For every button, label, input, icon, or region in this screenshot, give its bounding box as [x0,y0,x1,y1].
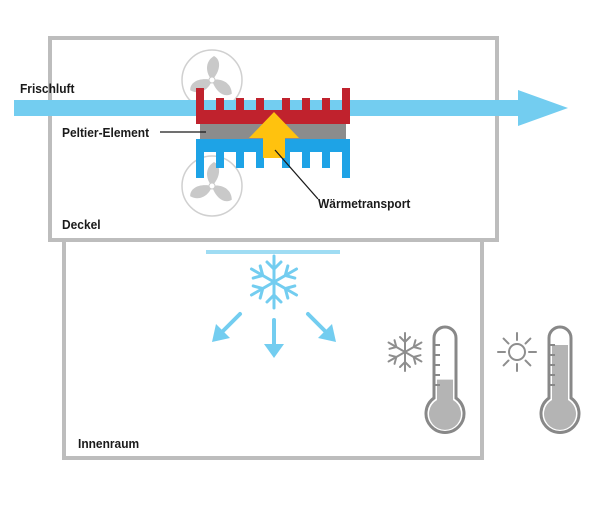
fan-icon [181,155,243,217]
thermometer-icon [424,325,466,434]
cold-arrow-icon [306,312,328,334]
cold-arrow-icon [318,324,336,342]
cold-arrow-icon [212,324,230,342]
fresh-air-label: Frischluft [20,81,75,96]
cold-arrow-icon [264,344,284,358]
sun-icon [497,332,537,372]
cold-emitter-bar [206,250,340,254]
thermometer-warm-liquid [544,344,576,430]
heat-transport-label: Wärmetransport [318,196,411,211]
heat-transport-leader-line [274,149,319,200]
snowflake-icon [387,332,423,372]
thermometer-icon [539,325,581,434]
heat-transport-arrow [249,112,299,158]
fresh-air-arrow [14,90,568,126]
lid-label: Deckel [62,217,101,232]
interior-label: Innenraum [78,436,140,451]
thermometer-cold-liquid [428,379,461,430]
snowflake-icon [249,254,299,310]
peltier-element-label: Peltier-Element [62,125,150,140]
cold-arrow-icon [220,312,242,334]
thermometer-cold-outline [424,325,466,434]
thermometer-warm-outline [539,325,581,434]
interior-frame [62,238,484,460]
